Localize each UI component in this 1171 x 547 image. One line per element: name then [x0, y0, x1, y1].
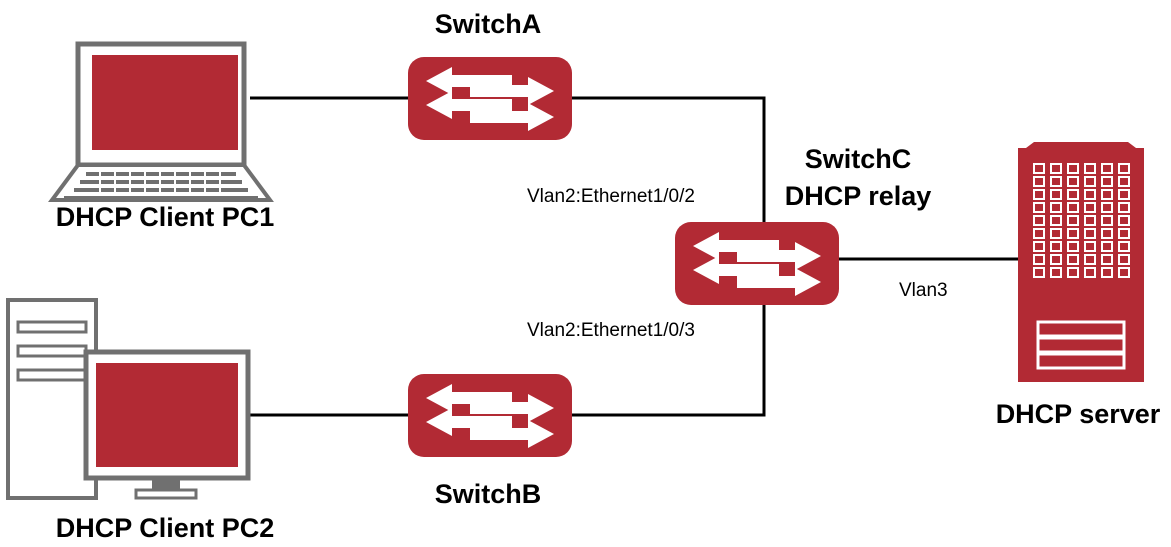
server-vent-cell: [1118, 241, 1130, 252]
switch-c: [675, 222, 839, 305]
server-vent-cell: [1050, 254, 1062, 265]
server-vent-cell: [1084, 176, 1096, 187]
switch-c-label: SwitchC: [805, 144, 912, 174]
laptop-icon: [48, 41, 274, 202]
port-label-switch-b: Vlan2:Ethernet1/0/3: [527, 320, 695, 341]
server-vent-cell: [1118, 215, 1130, 226]
server-vent-cell: [1033, 189, 1045, 200]
port-label-switch-a: Vlan2:Ethernet1/0/2: [527, 186, 695, 207]
switch-b: [408, 374, 572, 457]
server-label: DHCP server: [996, 399, 1161, 429]
server-vent-cell: [1084, 241, 1096, 252]
switch-a: [408, 57, 572, 140]
server-vent-cell: [1101, 241, 1113, 252]
switch-a-label: SwitchA: [435, 9, 542, 39]
server-vent-cell: [1118, 267, 1130, 278]
link-switch-a-switch-c: [570, 96, 766, 225]
server-vent-cell: [1067, 202, 1079, 213]
switch-b-icon: [408, 374, 572, 457]
switch-a-icon: [408, 57, 572, 140]
server-vent-cell: [1084, 189, 1096, 200]
server-vent-cell: [1067, 241, 1079, 252]
server-vent-cell: [1050, 267, 1062, 278]
pc2-label: DHCP Client PC2: [56, 513, 275, 543]
server-vent-cell: [1033, 267, 1045, 278]
server-vent-cell: [1067, 228, 1079, 239]
server-vent-cell: [1033, 228, 1045, 239]
server-vent-cell: [1050, 228, 1062, 239]
server-vent-cell: [1101, 202, 1113, 213]
server-vent-cell: [1033, 254, 1045, 265]
server-icon: [1018, 142, 1144, 382]
server-vent-cell: [1067, 163, 1079, 174]
port-label-server: Vlan3: [899, 280, 948, 301]
connection-lines: [248, 96, 1018, 417]
server-vent-cell: [1033, 176, 1045, 187]
server-vent-cell: [1084, 228, 1096, 239]
server-vent-cell: [1118, 202, 1130, 213]
server-vent-cell: [1050, 241, 1062, 252]
server-vent-cell: [1033, 202, 1045, 213]
server-vent-cell: [1050, 215, 1062, 226]
server-vent-cell: [1033, 241, 1045, 252]
server-vent-cell: [1101, 176, 1113, 187]
server-vent-cell: [1118, 176, 1130, 187]
switch-c-icon: [675, 222, 839, 305]
server-vent-cell: [1101, 215, 1113, 226]
server-vent-cell: [1050, 163, 1062, 174]
server-vent-cell: [1118, 163, 1130, 174]
server-vent-cell: [1050, 202, 1062, 213]
server-vent-cell: [1118, 189, 1130, 200]
server-vent-cell: [1084, 215, 1096, 226]
server-vent-cell: [1101, 254, 1113, 265]
server-vent-cell: [1101, 163, 1113, 174]
server-vent-cell: [1101, 267, 1113, 278]
switch-b-label: SwitchB: [435, 479, 542, 509]
pc1-label: DHCP Client PC1: [56, 202, 275, 232]
server-vent-cell: [1067, 254, 1079, 265]
server-vent-cell: [1033, 163, 1045, 174]
server-vent-cell: [1050, 176, 1062, 187]
server-vent-cell: [1084, 267, 1096, 278]
server-vent-cell: [1084, 254, 1096, 265]
server-vent-cell: [1084, 163, 1096, 174]
server-vent-cell: [1067, 189, 1079, 200]
desktop-pc-icon: [6, 298, 251, 500]
server-vent-cell: [1101, 189, 1113, 200]
server-vent-cell: [1118, 254, 1130, 265]
server-vent-cell: [1050, 189, 1062, 200]
server-vent-cell: [1033, 215, 1045, 226]
server-vent-cell: [1067, 267, 1079, 278]
server-vent-cell: [1084, 202, 1096, 213]
server-vent-cell: [1101, 228, 1113, 239]
switch-c-role-label: DHCP relay: [785, 181, 932, 211]
server-vent-cell: [1067, 176, 1079, 187]
link-switch-b-switch-c: [570, 305, 766, 417]
server-vent-cell: [1118, 228, 1130, 239]
server-vent-cell: [1067, 215, 1079, 226]
